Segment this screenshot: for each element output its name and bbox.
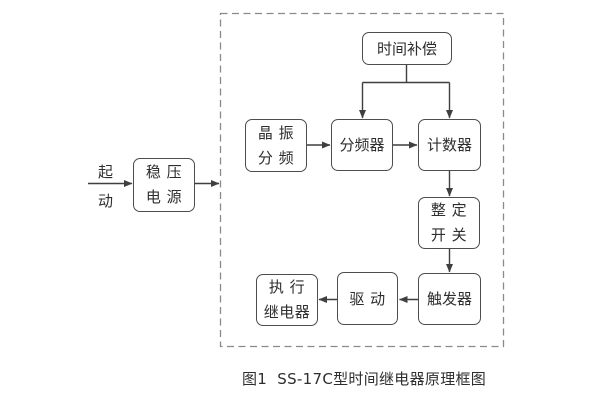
block-driver-label: 驱 动 (349, 289, 386, 308)
dashed-enclosure (219, 12, 505, 348)
block-output-relay: 执 行 继电器 (256, 274, 318, 326)
start-label-bottom: 动 (98, 192, 114, 210)
block-power-supply-line2: 电 源 (145, 188, 183, 206)
block-trigger: 触发器 (418, 273, 481, 325)
block-setting-switch-line2: 开 关 (430, 226, 468, 244)
block-crystal-divider-line1: 晶 振 (257, 123, 295, 142)
block-driver: 驱 动 (337, 272, 398, 325)
block-frequency-divider: 分频器 (331, 119, 393, 171)
start-label-top: 起 (98, 163, 114, 181)
block-counter-label: 计数器 (426, 136, 472, 154)
block-power-supply-line1: 稳 压 (145, 163, 183, 181)
figure-caption: 图1 SS-17C型时间继电器原理框图 (242, 370, 487, 388)
block-counter: 计数器 (418, 119, 481, 171)
block-crystal-divider: 晶 振 分 频 (245, 119, 307, 172)
block-trigger-label: 触发器 (426, 290, 472, 308)
block-setting-switch: 整 定 开 关 (418, 197, 480, 249)
block-power-supply: 稳 压 电 源 (133, 158, 195, 212)
block-output-relay-line1: 执 行 (268, 278, 306, 296)
block-crystal-divider-line2: 分 频 (257, 148, 295, 167)
block-time-compensation: 时间补偿 (362, 32, 452, 65)
block-output-relay-line2: 继电器 (263, 303, 311, 321)
block-frequency-divider-label: 分频器 (339, 136, 385, 154)
block-setting-switch-line1: 整 定 (430, 201, 468, 219)
block-time-compensation-label: 时间补偿 (376, 39, 437, 58)
line-timecomp-split (362, 65, 450, 84)
